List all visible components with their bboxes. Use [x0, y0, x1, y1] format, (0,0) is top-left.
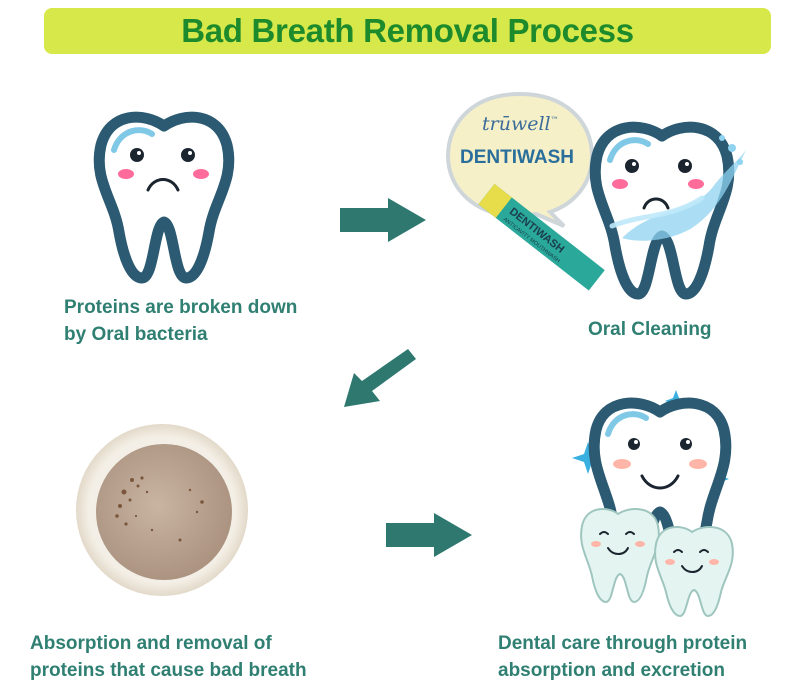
title-bar: Bad Breath Removal Process [44, 8, 771, 54]
right-arrow-icon [386, 513, 472, 557]
product-name: DENTIWASH [460, 147, 574, 168]
dentiwash-stick-icon: DENTIWASH ANTICAVITY MOUTHWASH [478, 183, 605, 291]
cup-icon [76, 424, 248, 596]
small-tooth-icon [580, 508, 660, 604]
happy-tooth-icon [572, 390, 734, 618]
caption-step-3: Absorption and removal of proteins that … [30, 633, 307, 681]
down-left-arrow-icon [344, 349, 416, 407]
brand-logo: trūwell™ [482, 113, 559, 135]
small-tooth-icon [654, 526, 734, 618]
sparkle-icon [572, 442, 604, 474]
page-title: Bad Breath Removal Process [181, 12, 634, 49]
right-arrow-icon [340, 198, 426, 242]
caption-step-4: Dental care through protein absorption a… [498, 633, 748, 681]
caption-step-1: Proteins are broken down by Oral bacteri… [64, 297, 298, 345]
caption-step-2: Oral Cleaning [588, 319, 712, 340]
cleaning-tooth-icon [589, 121, 747, 300]
sad-tooth-icon [93, 111, 235, 284]
